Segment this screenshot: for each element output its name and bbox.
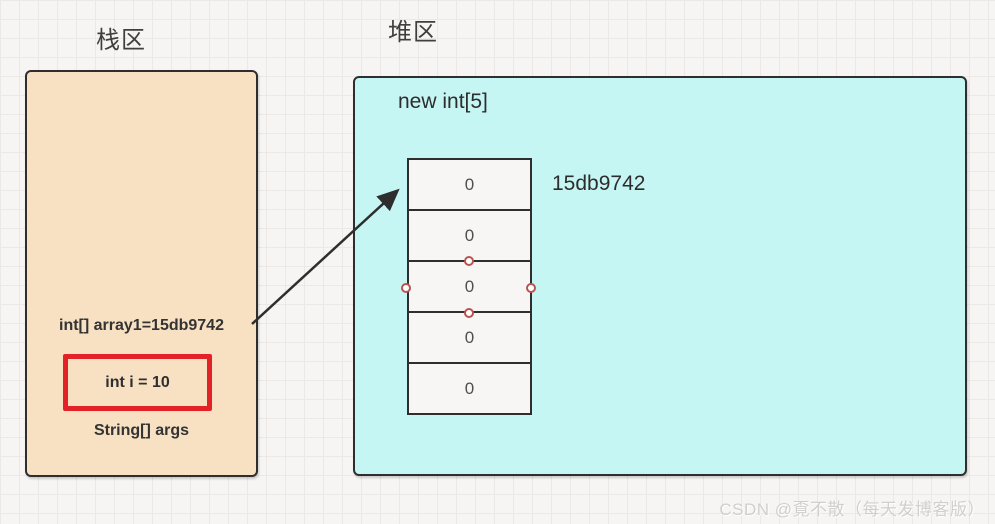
selection-handle-top[interactable]: [464, 256, 474, 266]
array-address-label: 15db9742: [552, 172, 646, 195]
heap-region-title: 堆区: [388, 19, 438, 46]
selection-handle-right[interactable]: [526, 283, 536, 293]
stack-region-title: 栈区: [96, 27, 146, 54]
csdn-watermark: CSDN @覔不散（每天发博客版）: [719, 500, 985, 519]
int-variable-highlight-box[interactable]: int i = 10: [63, 354, 212, 411]
array-cell-2[interactable]: 0: [409, 260, 530, 311]
int-variable-label: int i = 10: [105, 373, 170, 391]
array-cell-1[interactable]: 0: [409, 209, 530, 260]
string-args-label: String[] args: [93, 422, 190, 439]
stack-box[interactable]: int[] array1=15db9742 int i = 10 String[…: [25, 70, 258, 477]
selection-handle-left[interactable]: [401, 283, 411, 293]
array-cell-4[interactable]: 0: [409, 362, 530, 413]
array-reference-label: int[] array1=15db9742: [59, 317, 224, 334]
heap-allocation-label: new int[5]: [398, 90, 488, 113]
int-array-shape[interactable]: 0 0 0 0 0: [407, 158, 532, 415]
array-cell-3[interactable]: 0: [409, 311, 530, 362]
selection-handle-bottom[interactable]: [464, 308, 474, 318]
array-cell-0[interactable]: 0: [409, 160, 530, 209]
